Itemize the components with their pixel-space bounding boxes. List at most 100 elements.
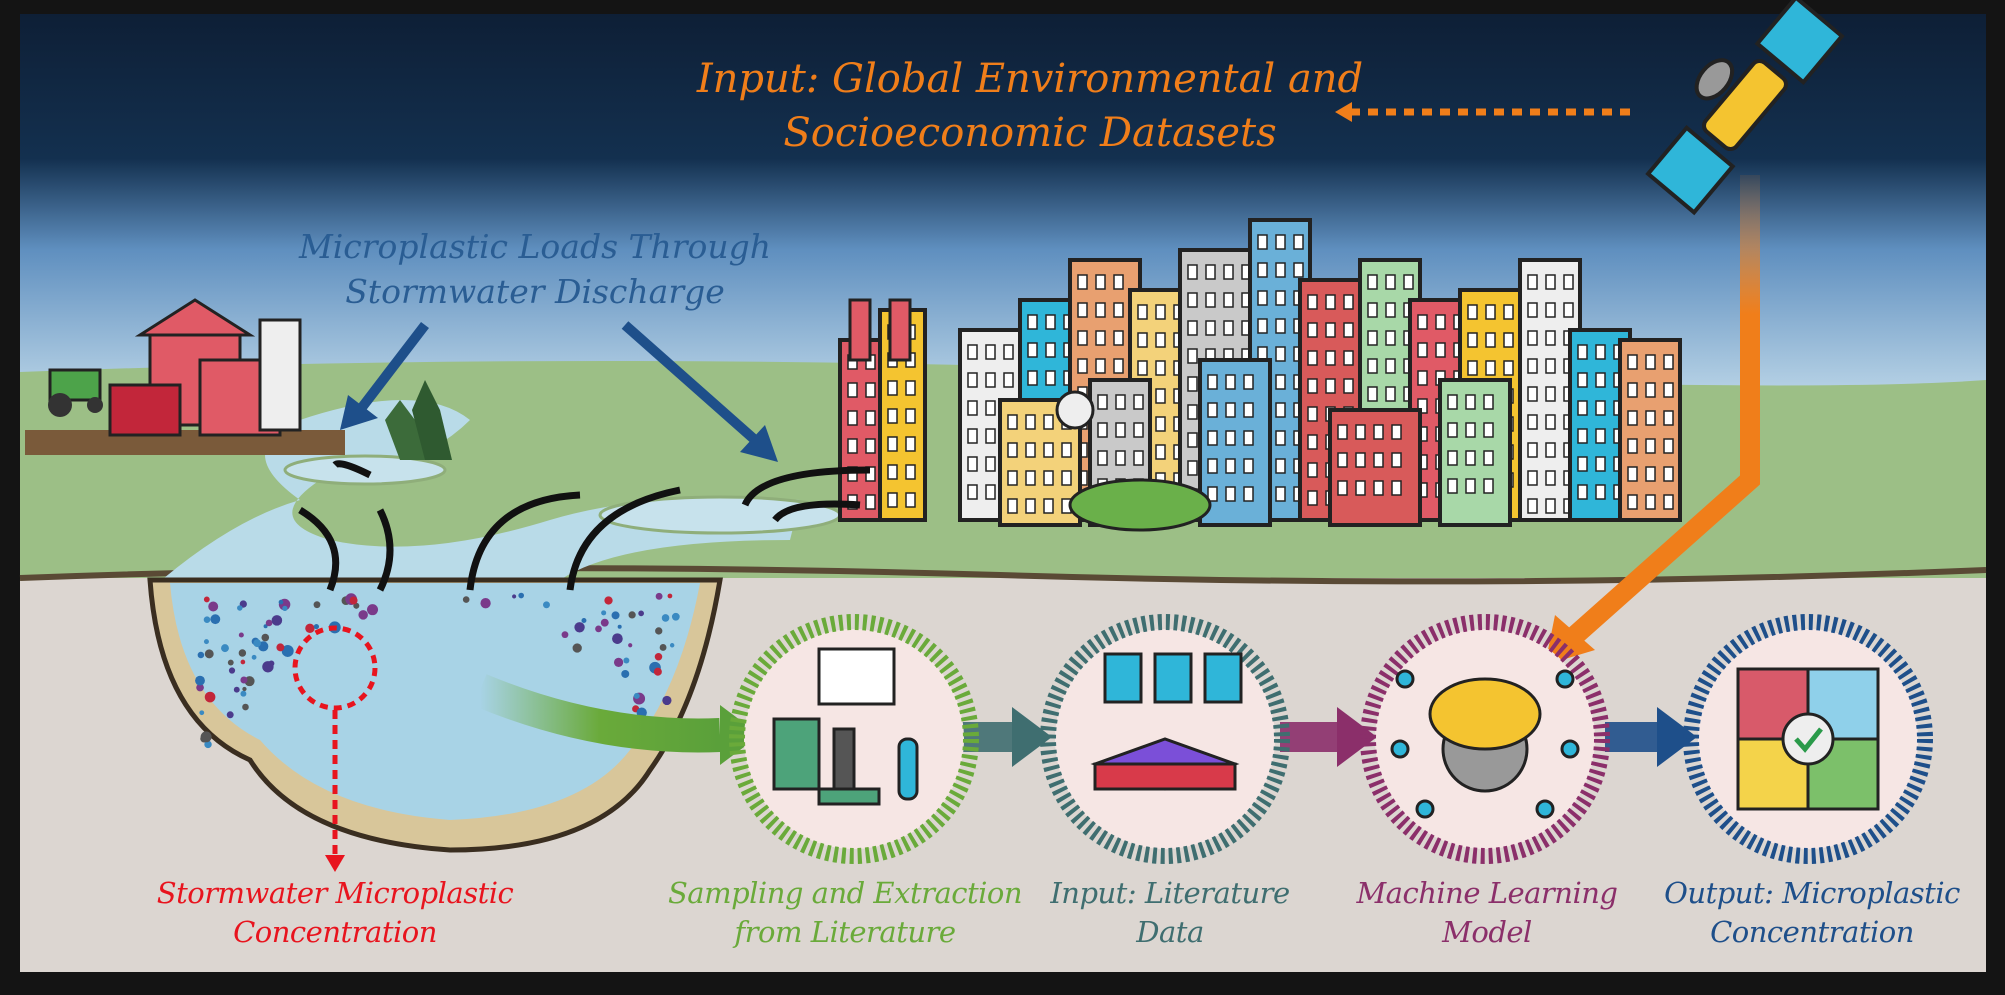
window — [847, 438, 858, 454]
window — [1343, 350, 1354, 366]
window — [1645, 438, 1656, 454]
particle — [195, 675, 205, 686]
window — [887, 492, 898, 508]
window — [1627, 466, 1638, 482]
window — [865, 466, 876, 482]
window — [967, 484, 978, 500]
particle — [617, 624, 622, 629]
datasets-title: Input: Global Environmental and Socioeco… — [697, 52, 1363, 160]
label-output-concentration: Output: Microplastic Concentration — [1664, 874, 1960, 952]
window — [1307, 490, 1318, 506]
window — [1097, 394, 1108, 410]
window — [1527, 274, 1538, 290]
window — [1645, 466, 1656, 482]
label-line-2: from Literature — [734, 915, 956, 950]
particle — [595, 625, 602, 633]
window — [1355, 424, 1366, 440]
window — [1337, 480, 1348, 496]
window — [1663, 494, 1674, 510]
window — [1045, 314, 1056, 330]
flow-arrow-green — [473, 674, 721, 753]
window — [1275, 458, 1286, 474]
window — [1503, 304, 1514, 320]
window — [1343, 378, 1354, 394]
label-line-1: Output: Microplastic — [1664, 876, 1960, 910]
window — [1527, 386, 1538, 402]
satellite-icon — [1645, 0, 1845, 216]
label-machine-learning: Machine Learning Model — [1356, 874, 1618, 952]
particle — [601, 610, 607, 616]
particle — [628, 611, 636, 619]
window — [1645, 494, 1656, 510]
arrow-head-icon — [340, 395, 378, 430]
window — [1115, 394, 1126, 410]
label-line-2: Data — [1136, 915, 1204, 950]
particle — [204, 740, 212, 749]
window — [1007, 442, 1018, 458]
window — [1483, 394, 1494, 410]
window — [1027, 314, 1038, 330]
water-body — [170, 583, 700, 820]
window — [1663, 410, 1674, 426]
particle — [671, 612, 680, 621]
window — [1275, 290, 1286, 306]
window — [1627, 410, 1638, 426]
window — [1367, 358, 1378, 374]
window — [1155, 332, 1166, 348]
window — [1595, 372, 1606, 388]
window — [1325, 322, 1336, 338]
particle — [271, 615, 283, 626]
dashed-ring — [1683, 614, 1933, 864]
particle — [238, 632, 244, 638]
window — [1385, 302, 1396, 318]
window — [1223, 264, 1234, 280]
window — [1275, 430, 1286, 446]
window — [1325, 350, 1336, 366]
window — [1275, 486, 1286, 502]
window — [1243, 430, 1254, 446]
window — [1133, 394, 1144, 410]
window — [1627, 354, 1638, 370]
window — [1435, 342, 1446, 358]
window — [1367, 274, 1378, 290]
arrow-head-icon — [1012, 707, 1052, 767]
window — [967, 456, 978, 472]
window — [985, 428, 996, 444]
window — [1293, 234, 1304, 250]
window — [1077, 302, 1088, 318]
window — [985, 400, 996, 416]
window — [1207, 430, 1218, 446]
window — [1205, 264, 1216, 280]
window — [1243, 486, 1254, 502]
window — [1207, 374, 1218, 390]
label-line-2: Model — [1442, 915, 1532, 950]
particle — [662, 695, 672, 706]
window — [1391, 424, 1402, 440]
window — [1373, 452, 1384, 468]
window — [1207, 402, 1218, 418]
window — [1447, 450, 1458, 466]
window — [847, 410, 858, 426]
window — [1465, 394, 1476, 410]
window — [1527, 358, 1538, 374]
particle — [203, 616, 211, 624]
particle — [240, 690, 247, 697]
window — [1577, 372, 1588, 388]
window — [1595, 344, 1606, 360]
brain-gear-icon — [1390, 669, 1580, 819]
particle — [263, 624, 268, 629]
bush — [1068, 478, 1212, 532]
dashed-ring — [729, 614, 979, 864]
window — [1275, 374, 1286, 390]
window — [1577, 484, 1588, 500]
particle — [612, 633, 623, 644]
particle — [621, 669, 630, 678]
particle — [203, 596, 210, 603]
window — [1645, 354, 1656, 370]
label-line-1: Input: Literature — [1050, 876, 1290, 910]
window — [1467, 304, 1478, 320]
window — [1627, 494, 1638, 510]
window — [1527, 470, 1538, 486]
window — [1003, 344, 1014, 360]
